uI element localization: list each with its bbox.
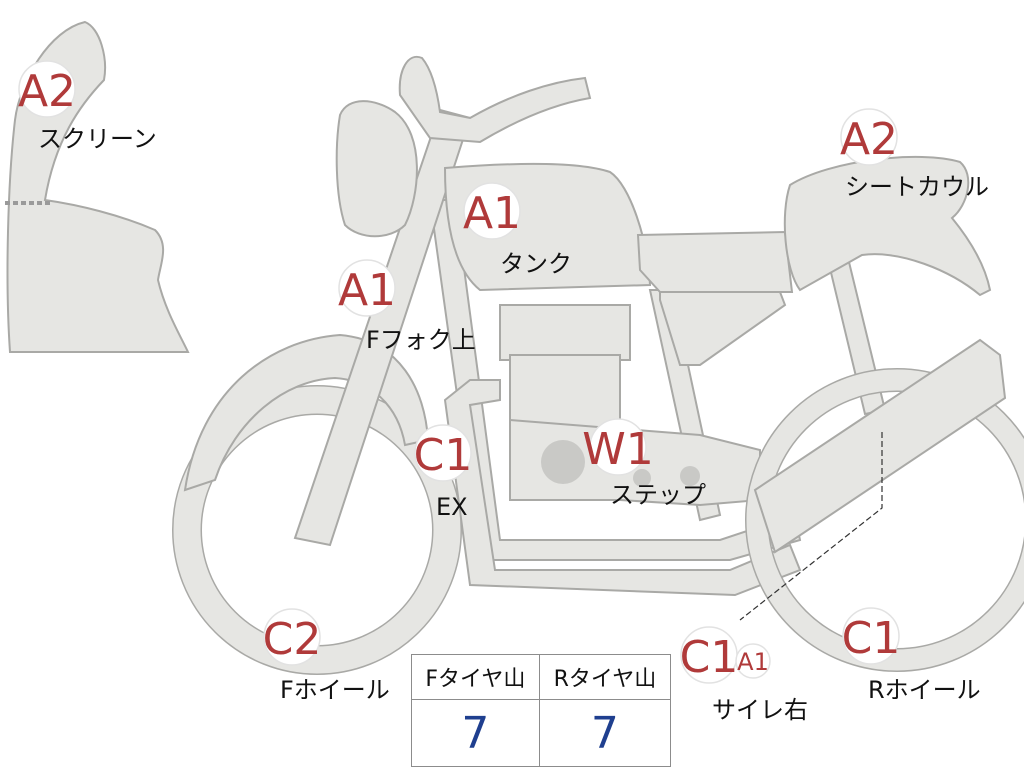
seat-part	[636, 230, 794, 293]
badge-muffler-right: C1 A1 サイレ右	[680, 626, 808, 724]
grade-tank: A1	[463, 188, 521, 239]
label-front-fork-upper: Fフォク上	[366, 326, 476, 354]
tire-table-value-row: 7 7	[411, 699, 672, 767]
grade-rear-wheel: C1	[842, 613, 901, 664]
header-front-tire: Fタイヤ山	[411, 654, 540, 700]
label-screen: スクリーン	[38, 125, 157, 153]
reference-line	[739, 432, 883, 621]
side-cover-part	[659, 291, 787, 366]
badge-rear-wheel: C1 Rホイール	[842, 607, 981, 704]
headlight-part	[335, 100, 418, 238]
label-seat-cowl: シートカウル	[845, 173, 989, 201]
grade-exhaust: C1	[414, 430, 473, 481]
muffler-part	[753, 338, 1007, 554]
grade-front-wheel: C2	[263, 614, 322, 665]
grade-step: W1	[582, 424, 654, 475]
seat-cowl-part	[783, 155, 992, 297]
badge-front-fork-upper: A1 Fフォク上	[338, 259, 476, 354]
label-exhaust: EX	[436, 493, 468, 521]
grade-muffler-right: C1	[680, 632, 739, 683]
badge-exhaust: C1 EX	[414, 424, 473, 521]
badge-tank: A1 タンク	[463, 182, 572, 278]
tire-table-header-row: Fタイヤ山 Rタイヤ山	[411, 654, 672, 700]
badge-step: W1 ステップ	[582, 418, 706, 509]
value-front-tire: 7	[411, 699, 540, 767]
label-rear-wheel: Rホイール	[868, 676, 981, 704]
badge-screen: A2 スクリーン	[18, 60, 157, 153]
header-rear-tire: Rタイヤ山	[538, 654, 672, 700]
grade-front-fork-upper: A1	[338, 265, 396, 316]
front-wheel-part	[172, 385, 462, 675]
handlebar-part	[398, 55, 592, 144]
label-tank: タンク	[500, 250, 572, 278]
grade-screen: A2	[18, 66, 76, 117]
label-front-wheel: Fホイール	[280, 676, 390, 704]
value-rear-tire: 7	[538, 699, 672, 767]
rear-wheel-part	[745, 368, 1024, 672]
badge-seat-cowl: A2 シートカウル	[840, 108, 989, 201]
badge-front-wheel: C2 Fホイール	[263, 608, 390, 704]
label-muffler-right: サイレ右	[712, 696, 808, 724]
grade-secondary-muffler-right: A1	[737, 648, 769, 676]
tire-tread-table: Fタイヤ山 Rタイヤ山 7 7	[411, 654, 672, 767]
grade-seat-cowl: A2	[840, 114, 898, 165]
label-step: ステップ	[610, 481, 706, 509]
